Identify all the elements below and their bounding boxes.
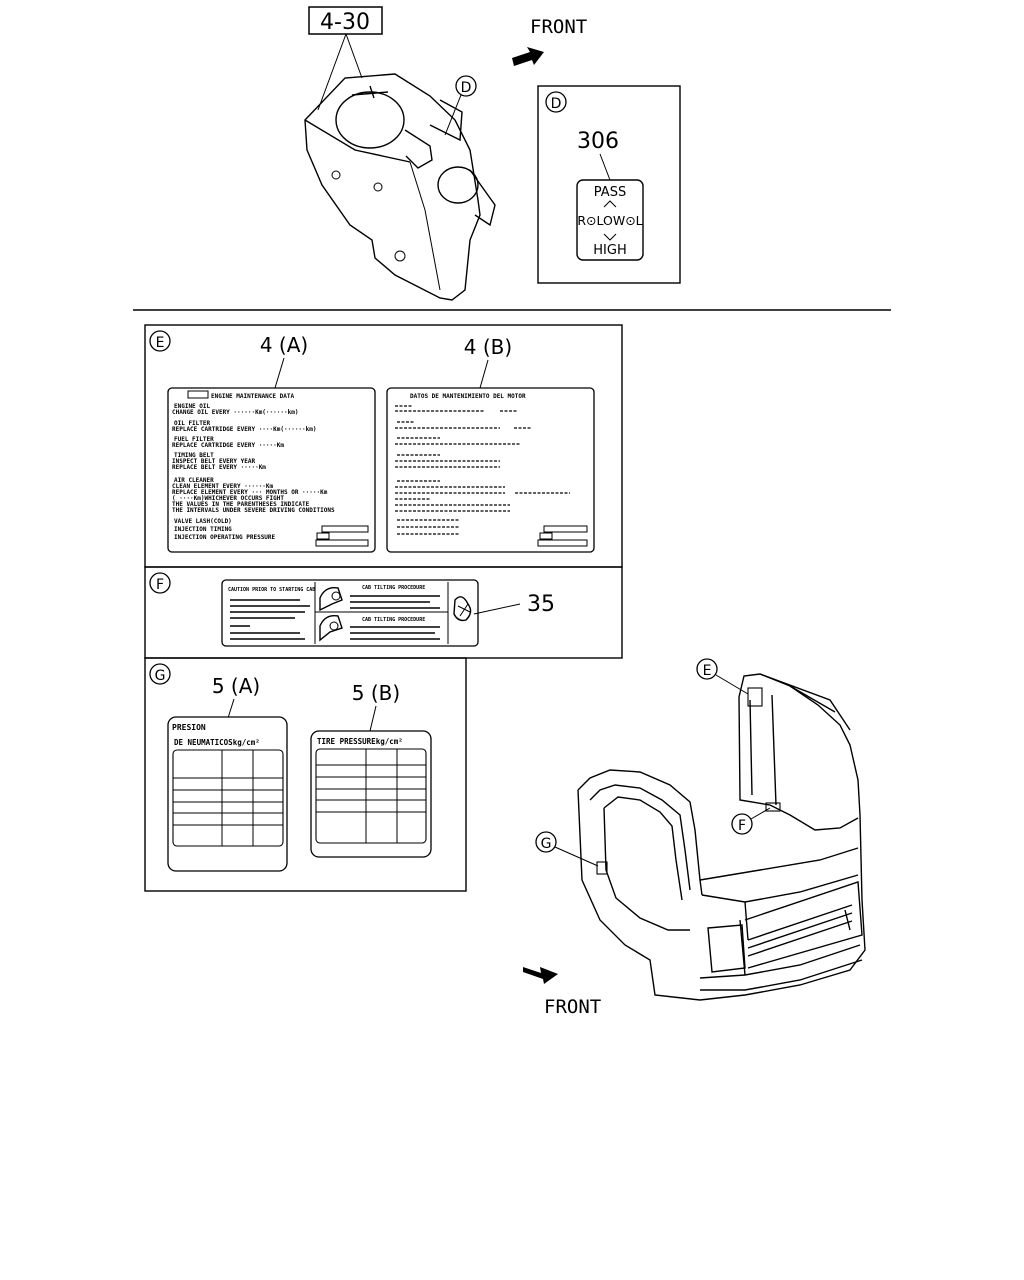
decal-logo-box bbox=[187, 390, 209, 399]
panel-e: E 4 (A) 4 (B) ENGINE MAINTENANCE DATA EN… bbox=[144, 324, 623, 568]
panel-f-badge bbox=[149, 572, 171, 594]
decal-a-line: REPLACE CARTRIDGE EVERY ·····Km bbox=[172, 442, 284, 449]
maintenance-decal-spanish[interactable]: DATOS DE MANTENIMIENTO DEL MOTOR bbox=[386, 387, 595, 553]
decal-f-mid-title-1: CAB TILTING PROCEDURE bbox=[362, 585, 425, 591]
label-location-f[interactable] bbox=[765, 802, 781, 812]
decal-a-sticker-marks bbox=[315, 525, 369, 547]
decal-f-left-title: CAUTION PRIOR TO STARTING CAB bbox=[228, 587, 315, 593]
panel-f-badge-letter: F bbox=[156, 577, 164, 593]
decal-a-line: INJECTION OPERATING PRESSURE bbox=[174, 534, 276, 541]
decal-a-title: ENGINE MAINTENANCE DATA bbox=[211, 393, 294, 400]
decal-g-a-line1: PRESION bbox=[172, 723, 206, 732]
maintenance-decal-english[interactable]: ENGINE MAINTENANCE DATA ENGINE OIL CHANG… bbox=[167, 387, 376, 553]
front-arrow-top: FRONT bbox=[512, 16, 587, 66]
headlamp-switch-decal[interactable] bbox=[576, 179, 644, 261]
label-location-g[interactable] bbox=[596, 861, 608, 875]
panel-g: G 5 (A) 5 (B) PRESION DE NEUMATICOSkg/cm… bbox=[144, 657, 467, 892]
label-5a: 5 (A) bbox=[212, 674, 260, 698]
decal-a-line: ( ····Km)WHICHEVER OCCURS FIGHT bbox=[172, 495, 284, 502]
callout-f-letter: F bbox=[738, 818, 746, 834]
callout-g-letter: G bbox=[541, 836, 552, 852]
panel-e-badge bbox=[149, 330, 171, 352]
decal-a-line: ENGINE OIL bbox=[174, 403, 211, 410]
cab-tilt-icon-lower bbox=[319, 615, 343, 642]
panel-g-badge-letter: G bbox=[155, 668, 166, 684]
callout-e-letter: E bbox=[703, 663, 712, 679]
switch-assembly-drawing: 4-30 D bbox=[304, 6, 496, 301]
front-arrow-bottom: FRONT bbox=[523, 967, 601, 1018]
decal-g-b-line1: TIRE PRESSUREkg/cm² bbox=[317, 737, 403, 746]
decal-b-text-lines bbox=[395, 405, 570, 535]
tire-pressure-decal-english[interactable]: TIRE PRESSUREkg/cm² bbox=[310, 730, 432, 858]
decal-a-line: OIL FILTER bbox=[174, 420, 211, 427]
decal-f-text-lines bbox=[230, 595, 440, 640]
tire-pressure-grid-b bbox=[315, 748, 427, 844]
cab-tilt-caution-decal[interactable]: CAUTION PRIOR TO STARTING CAB CAB TILTIN… bbox=[221, 579, 479, 647]
decal-a-line: REPLACE CARTRIDGE EVERY ····Km(······km) bbox=[172, 426, 317, 433]
front-label-top: FRONT bbox=[530, 16, 587, 38]
label-5b: 5 (B) bbox=[352, 681, 400, 705]
decal-a-line: FUEL FILTER bbox=[174, 436, 214, 443]
decal-a-line: CHANGE OIL EVERY ······Km(······km) bbox=[172, 409, 298, 416]
label-4a: 4 (A) bbox=[260, 333, 308, 357]
decal-a-line: TIMING BELT bbox=[174, 452, 214, 459]
switch-high-label: HIGH bbox=[593, 243, 626, 258]
part-ref-box[interactable] bbox=[308, 6, 383, 35]
switch-pass-label: PASS bbox=[594, 185, 626, 200]
decal-a-line: THE VALUES IN THE PARENTHESES INDICATE bbox=[172, 501, 310, 508]
tire-pressure-grid-a bbox=[172, 749, 284, 847]
callout-e-circle[interactable] bbox=[696, 658, 718, 680]
callout-f-circle[interactable] bbox=[731, 813, 753, 835]
panel-d: D 306 PASS R⊙LOW⊙L HIGH bbox=[537, 85, 681, 284]
decal-a-line: REPLACE BELT EVERY ·····Km bbox=[172, 464, 266, 471]
panel-d-badge-letter: D bbox=[551, 96, 562, 112]
panel-g-badge bbox=[149, 663, 171, 685]
warning-figure-icon bbox=[453, 596, 472, 622]
label-location-e[interactable] bbox=[747, 687, 763, 707]
label-4b: 4 (B) bbox=[464, 335, 512, 359]
decal-a-line: INJECTION TIMING bbox=[174, 526, 232, 533]
decal-b-sticker-marks bbox=[537, 525, 588, 547]
decal-a-line: AIR CLEANER bbox=[174, 477, 214, 484]
decal-a-line: VALVE LASH(COLD) bbox=[174, 518, 232, 525]
decal-f-mid-title-2: CAB TILTING PROCEDURE bbox=[362, 617, 425, 623]
callout-d-circle[interactable] bbox=[455, 75, 477, 97]
tire-pressure-decal-spanish[interactable]: PRESION DE NEUMATICOSkg/cm² bbox=[167, 716, 288, 872]
panel-e-badge-letter: E bbox=[156, 335, 165, 351]
callout-g-circle[interactable] bbox=[535, 831, 557, 853]
callout-d-letter: D bbox=[461, 80, 472, 96]
panel-f: F CAUTION PRIOR TO STARTING CAB CAB TILT… bbox=[144, 566, 623, 659]
part-no-306: 306 bbox=[577, 129, 619, 154]
cab-tilt-icon-upper bbox=[319, 587, 343, 612]
cab-callouts: E F G bbox=[535, 658, 771, 867]
decal-a-line: INSPECT BELT EVERY YEAR bbox=[172, 458, 255, 465]
switch-low-label: R⊙LOW⊙L bbox=[577, 213, 642, 228]
decal-a-line: CLEAN ELEMENT EVERY ······Km bbox=[172, 483, 274, 490]
decal-b-title: DATOS DE MANTENIMIENTO DEL MOTOR bbox=[410, 393, 526, 400]
decal-a-line: REPLACE ELEMENT EVERY ··· MONTHS OR ····… bbox=[172, 489, 328, 496]
front-label-bottom: FRONT bbox=[544, 996, 601, 1018]
part-ref-4-30: 4-30 bbox=[320, 10, 370, 35]
decal-g-a-line2: DE NEUMATICOSkg/cm² bbox=[174, 738, 260, 747]
truck-cab-drawing bbox=[577, 673, 866, 1001]
decal-a-line: THE INTERVALS UNDER SEVERE DRIVING CONDI… bbox=[172, 507, 335, 514]
part-no-35: 35 bbox=[527, 592, 555, 617]
panel-d-badge bbox=[545, 91, 567, 113]
